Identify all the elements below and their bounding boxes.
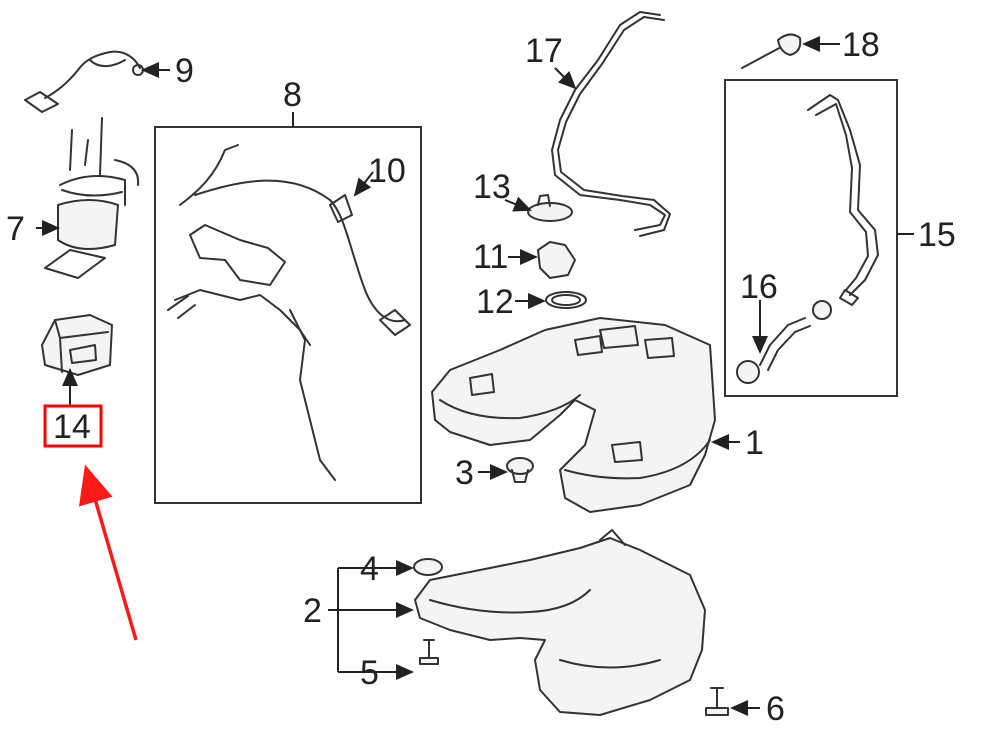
leader-lines	[36, 36, 914, 716]
callout-5: 5	[360, 654, 379, 692]
callout-17: 17	[525, 32, 563, 70]
callout-15: 15	[918, 216, 956, 254]
part-2-heat-shield	[414, 529, 706, 716]
callout-18: 18	[842, 26, 880, 64]
part-8-harness	[167, 144, 411, 481]
callout-7: 7	[6, 210, 25, 248]
callout-16: 16	[740, 268, 778, 306]
part-17-vent-hose	[551, 11, 671, 237]
callout-2: 2	[303, 592, 322, 630]
box-15	[724, 79, 898, 397]
part-11-valve	[537, 241, 576, 279]
part-13-flange	[527, 194, 573, 222]
part-3-grommet	[506, 457, 534, 483]
part-15-filler-pipe	[807, 94, 879, 306]
part-5-bolt	[419, 639, 439, 665]
part-1-fuel-tank	[431, 317, 716, 513]
callout-4: 4	[360, 550, 379, 588]
callout-6: 6	[766, 690, 785, 728]
callout-9: 9	[175, 52, 194, 90]
callout-1: 1	[745, 424, 764, 462]
part-9-wire	[24, 50, 144, 113]
callout-13: 13	[473, 168, 511, 206]
callout-8: 8	[283, 76, 302, 114]
callout-12: 12	[476, 283, 514, 321]
callout-11: 11	[473, 238, 508, 276]
box-8	[154, 126, 422, 504]
part-4-washer	[413, 558, 443, 576]
red-pointer-arrow	[78, 464, 138, 641]
part-6-bolt	[705, 687, 729, 716]
part-7-fuel-pump	[44, 117, 140, 279]
highlight-box-14	[43, 404, 103, 448]
part-12-ring	[545, 291, 587, 309]
callout-3: 3	[455, 454, 474, 492]
part-14-module	[41, 314, 113, 376]
part-18-clip	[741, 33, 802, 69]
callout-14: 14	[53, 408, 91, 446]
callout-10: 10	[368, 152, 406, 190]
part-16-hose	[736, 300, 832, 384]
